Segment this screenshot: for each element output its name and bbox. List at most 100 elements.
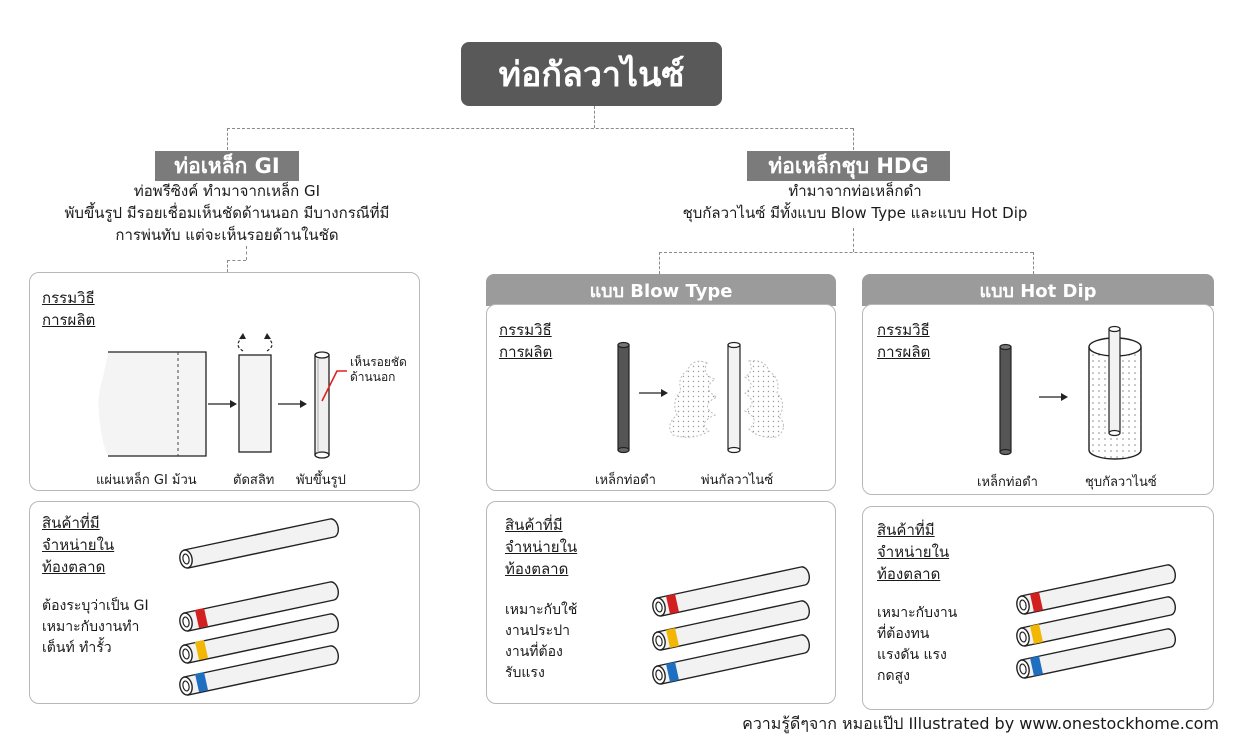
gi-products-label: สินค้าที่มี จำหน่ายใน ท้องตลาด [42, 512, 114, 578]
gi-desc-line-3: การพ่นทับ แต่จะเห็นรอยด้านในชัด [115, 226, 339, 244]
blow-process-label: กรรมวิธี การผลิต [499, 319, 552, 363]
connector-main-down [594, 106, 595, 128]
blow-pipe-red [652, 566, 810, 617]
hotdip-products-label: สินค้าที่มี จำหน่ายใน ท้องตลาด [877, 519, 949, 585]
blow-pipe-yellow [652, 600, 810, 651]
gi-pipe-yellow [179, 613, 339, 664]
connector-gi-panel [246, 246, 247, 260]
blow-products-label-line-2: จำหน่ายใน [505, 538, 578, 556]
blow-galvanized-pipe [727, 341, 741, 454]
hotdip-process-label-line-2: การผลิต [877, 343, 931, 361]
gi-process-label: กรรมวิธี การผลิต [42, 287, 95, 331]
gi-process-panel: กรรมวิธี การผลิต เห็นรอยชัด ด้านนอก แผ่น… [29, 272, 420, 491]
gi-coil-sheet [98, 352, 206, 456]
gi-caption-form: พับขึ้นรูป [296, 473, 346, 488]
hotdip-products-label-line-1: สินค้าที่มี [877, 521, 935, 539]
blow-spray-left [669, 360, 719, 438]
blow-process-illustration [617, 341, 784, 454]
hotdip-process-illustration [999, 325, 1142, 460]
blow-caption-black-pipe: เหล็กท่อดำ [595, 473, 656, 488]
hdg-description: ทำมาจากท่อเหล็กดำ ชุบกัลวาไนซ์ มีทั้งแบบ… [640, 180, 1070, 224]
blow-products-label-line-3: ท้องตลาด [505, 560, 569, 578]
gi-products-label-line-2: จำหน่ายใน [42, 536, 115, 554]
page-title: ท่อกัลวาไนซ์ [461, 42, 722, 106]
gi-note-line-3: เต็นท์ ทำรั้ว [42, 640, 112, 656]
connector-gi-down [227, 128, 228, 150]
gi-caption-slit: ตัดสลิท [233, 473, 275, 488]
hotdip-products-label-line-2: จำหน่ายใน [877, 543, 950, 561]
hotdip-pipe-yellow [1016, 596, 1176, 647]
hotdip-caption-black-pipe: เหล็กท่อดำ [977, 475, 1038, 490]
hotdip-note-line-3: แรงดัน แรง [877, 647, 947, 663]
blow-spray-right [743, 360, 784, 438]
gi-weld-callout-line [321, 370, 347, 402]
blow-process-label-line-2: การผลิต [499, 343, 553, 361]
gi-process-label-line-2: การผลิต [42, 311, 96, 329]
blow-products-panel: สินค้าที่มี จำหน่ายใน ท้องตลาด เหมาะกับใ… [486, 501, 836, 704]
gi-process-illustration [98, 333, 347, 459]
hotdip-products-label-line-3: ท้องตลาด [877, 565, 941, 583]
hotdip-caption-dip: ชุบกัลวาไนซ์ [1085, 475, 1157, 490]
hdg-tag: ท่อเหล็กชุบ HDG [747, 151, 950, 181]
gi-note-line-2: เหมาะกับงานทำ [42, 619, 140, 635]
blow-caption-spray: พ่นกัลวาไนซ์ [701, 473, 774, 488]
connector-hotdip-down [1033, 252, 1034, 274]
blow-products-label: สินค้าที่มี จำหน่ายใน ท้องตลาด [505, 514, 577, 580]
hotdip-pipes-illustration [1016, 564, 1176, 679]
blow-note-line-3: งานที่ต้อง [505, 644, 563, 660]
hotdip-process-panel: กรรมวิธี การผลิต เหล็กท่อดำ ชุบกัลวาไนซ์ [862, 304, 1214, 495]
connector-blow-down [659, 252, 660, 274]
connector-hdg-split-h [659, 252, 1033, 253]
gi-weld-callout: เห็นรอยชัด ด้านนอก [350, 355, 407, 385]
gi-pipes-illustration [179, 518, 339, 696]
blow-header: แบบ Blow Type [486, 274, 836, 306]
hotdip-pipe-blue [1016, 628, 1176, 679]
gi-products-panel: สินค้าที่มี จำหน่ายใน ท้องตลาด ต้องระบุว… [29, 501, 420, 704]
hotdip-pipe-red [1016, 564, 1176, 615]
hdg-desc-line-1: ทำมาจากท่อเหล็กดำ [788, 182, 922, 200]
blow-process-label-line-1: กรรมวิธี [499, 321, 552, 339]
hotdip-black-pipe [999, 343, 1012, 456]
hotdip-products-panel: สินค้าที่มี จำหน่ายใน ท้องตลาด เหมาะกับง… [862, 506, 1214, 710]
blow-products-note: เหมาะกับใช้ งานประปา งานที่ต้อง รับแรง [505, 600, 577, 684]
gi-callout-line-2: ด้านนอก [350, 370, 396, 384]
gi-slit-strip [238, 354, 272, 453]
gi-callout-line-1: เห็นรอยชัด [350, 355, 407, 369]
gi-products-label-line-3: ท้องตลาด [42, 558, 106, 576]
blow-products-label-line-1: สินค้าที่มี [505, 516, 563, 534]
connector-hdg-down [853, 128, 854, 150]
gi-note-line-1: ต้องระบุว่าเป็น GI [42, 598, 149, 614]
gi-pipe-plain [179, 518, 339, 569]
gi-caption-coil: แผ่นเหล็ก GI ม้วน [96, 473, 197, 488]
hotdip-products-note: เหมาะกับงาน ที่ต้องทน แรงดัน แรง กดสูง [877, 603, 957, 687]
gi-products-note: ต้องระบุว่าเป็น GI เหมาะกับงานทำ เต็นท์ … [42, 596, 149, 659]
gi-process-label-line-1: กรรมวิธี [42, 289, 95, 307]
gi-desc-line-1: ท่อพรีซิงค์ ทำมาจากเหล็ก GI [133, 182, 321, 200]
hotdip-note-line-2: ที่ต้องทน [877, 626, 930, 642]
blow-note-line-4: รับแรง [505, 665, 545, 681]
gi-pipe-red [179, 581, 339, 632]
hotdip-process-label-line-1: กรรมวิธี [877, 321, 930, 339]
hdg-desc-line-2: ชุบกัลวาไนซ์ มีทั้งแบบ Blow Type และแบบ … [682, 204, 1028, 222]
connector-hdg-split-down [853, 228, 854, 252]
footer-credit: ความรู้ดีๆจาก หมอแป๊ป Illustrated by www… [742, 714, 1219, 733]
hotdip-note-line-4: กดสูง [877, 668, 910, 684]
connector-main-horizontal [227, 128, 853, 129]
hotdip-dipped-pipe [1108, 325, 1121, 437]
hotdip-header: แบบ Hot Dip [862, 274, 1214, 306]
gi-description: ท่อพรีซิงค์ ทำมาจากเหล็ก GI พับขึ้นรูป ม… [20, 180, 434, 246]
gi-products-label-line-1: สินค้าที่มี [42, 514, 100, 532]
hotdip-note-line-1: เหมาะกับงาน [877, 605, 958, 621]
gi-formed-pipe [314, 354, 330, 456]
gi-tag: ท่อเหล็ก GI [155, 151, 299, 181]
blow-pipe-blue [652, 634, 810, 685]
gi-desc-line-2: พับขึ้นรูป มีรอยเชื่อมเห็นชัดด้านนอก มีบ… [64, 204, 390, 222]
blow-note-line-1: เหมาะกับใช้ [505, 602, 578, 618]
blow-black-pipe [617, 341, 630, 454]
blow-process-panel: กรรมวิธี การผลิต เหล็กท่อดำ พ่นกัลวาไนซ์ [486, 304, 836, 491]
connector-gi-panel-2 [227, 260, 228, 272]
blow-note-line-2: งานประปา [505, 623, 570, 639]
hotdip-process-label: กรรมวิธี การผลิต [877, 319, 930, 363]
blow-pipes-illustration [652, 566, 810, 685]
gi-pipe-blue [179, 645, 339, 696]
